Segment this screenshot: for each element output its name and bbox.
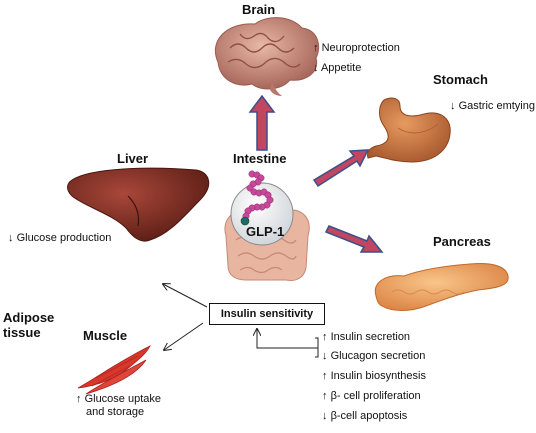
- arrow-to-liver: [163, 284, 208, 308]
- effect-text: Appetite: [320, 62, 362, 74]
- muscle-effect-line2: and storage: [86, 406, 145, 418]
- intestine-label: Intestine: [233, 151, 287, 166]
- effect-text: β- cell proliferation: [330, 390, 421, 402]
- pancreas-effect-3: ↑ Insulin biosynthesis: [322, 370, 426, 382]
- glp1-label: GLP-1: [246, 224, 285, 239]
- stomach-effect-1: ↓ Gastric emtying: [450, 100, 535, 112]
- effect-text: Insulin biosynthesis: [330, 370, 426, 382]
- feedback-connector: [257, 329, 319, 358]
- arrow-to-muscle: [164, 322, 204, 350]
- stomach-image: [367, 97, 451, 163]
- effect-text: Neuroprotection: [321, 42, 400, 54]
- brain-effect-1: ↑ Neuroprotection: [313, 42, 400, 54]
- up-arrow-icon: ↑: [322, 390, 328, 402]
- up-arrow-icon: ↑: [313, 42, 319, 54]
- brain-image: [215, 17, 320, 96]
- arrow-to-brain: [248, 94, 276, 151]
- arrow-to-pancreas: [324, 225, 384, 253]
- up-arrow-icon: ↑: [322, 370, 328, 382]
- brain-label: Brain: [242, 2, 276, 17]
- liver-label: Liver: [117, 151, 149, 166]
- liver-image: [67, 167, 210, 242]
- effect-text: Glucose uptake: [84, 393, 161, 405]
- arrow-to-stomach: [312, 149, 370, 188]
- pancreas-effect-2: ↓ Glucagon secretion: [322, 350, 425, 362]
- down-arrow-icon: ↓: [313, 62, 319, 74]
- effect-text: Glucagon secretion: [330, 350, 426, 362]
- down-arrow-icon: ↓: [450, 100, 456, 112]
- glp1-circle: [230, 182, 294, 246]
- down-arrow-icon: ↓: [322, 410, 328, 422]
- adipose-label-line1: Adipose: [3, 310, 55, 325]
- up-arrow-icon: ↑: [322, 331, 328, 343]
- adipose-label-line2: tissue: [3, 325, 41, 340]
- up-arrow-icon: ↑: [76, 393, 82, 405]
- down-arrow-icon: ↓: [8, 232, 14, 244]
- pancreas-effect-5: ↓ β-cell apoptosis: [322, 410, 407, 422]
- effect-text: Gastric emtying: [458, 100, 535, 112]
- effect-text: Glucose production: [16, 232, 112, 244]
- liver-effect-1: ↓ Glucose production: [8, 232, 111, 244]
- insulin-sensitivity-box: Insulin sensitivity: [209, 303, 325, 325]
- muscle-effect-line1: ↑ Glucose uptake: [76, 393, 161, 405]
- glp1-peptide-chain: [242, 170, 274, 220]
- pancreas-effect-4: ↑ β- cell proliferation: [322, 390, 421, 402]
- muscle-image: [77, 345, 151, 395]
- effect-text: β-cell apoptosis: [330, 410, 408, 422]
- stomach-label: Stomach: [433, 72, 488, 87]
- pancreas-label: Pancreas: [433, 234, 491, 249]
- intestine-image: [224, 182, 310, 281]
- brain-effect-2: ↓ Appetite: [313, 62, 361, 74]
- effect-text: Insulin secretion: [330, 331, 411, 343]
- glp1-head-bead: [240, 216, 250, 226]
- muscle-label: Muscle: [83, 328, 128, 343]
- pancreas-effect-1: ↑ Insulin secretion: [322, 331, 410, 343]
- pancreas-image: [374, 263, 509, 311]
- down-arrow-icon: ↓: [322, 350, 328, 362]
